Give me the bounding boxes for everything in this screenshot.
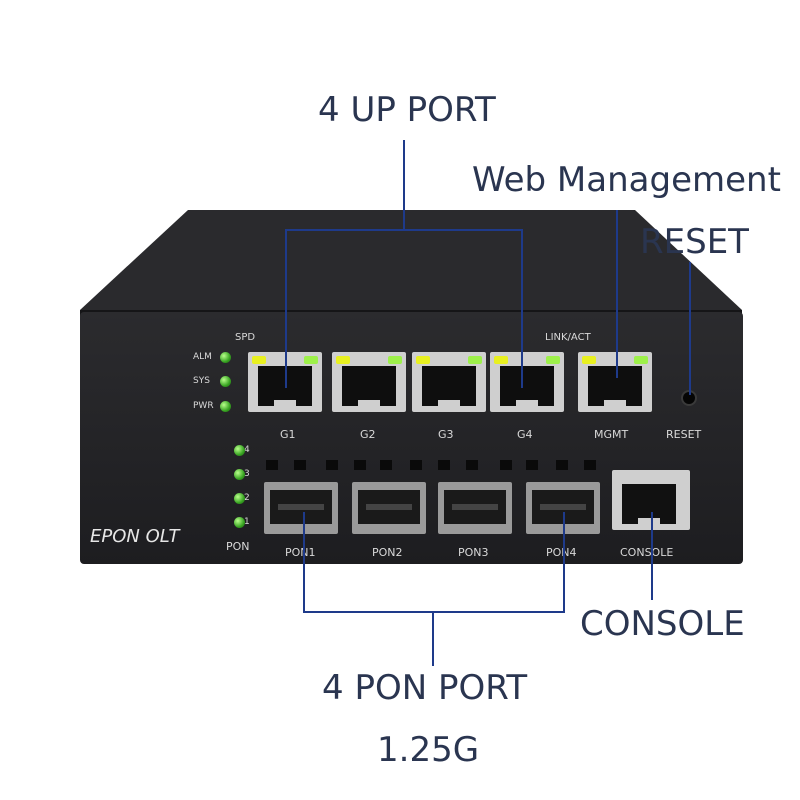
uplink-port-g2[interactable] [332,352,406,412]
sfp-indicator [326,460,338,470]
pon-led-1 [234,517,245,528]
pon4-label: PON4 [546,546,577,559]
sfp-indicator [556,460,568,470]
callout-web-management: Web Management [472,160,781,200]
reset-button[interactable] [683,392,695,404]
callout-pon-port: 4 PON PORT [322,668,528,708]
brand-logo-text: EPON OLT [90,526,180,547]
pon-led-3 [234,469,245,480]
alm-led [220,352,231,363]
g3-label: G3 [438,428,454,441]
sfp-indicator [526,460,538,470]
sfp-indicator [584,460,596,470]
console-label: CONSOLE [620,546,674,559]
sfp-indicator [466,460,478,470]
pwr-label: PWR [193,401,214,411]
pon-led-3-label: 3 [244,469,250,479]
pon3-label: PON3 [458,546,489,559]
g1-label: G1 [280,428,296,441]
callout-reset: RESET [640,222,749,262]
pon-port-1[interactable] [264,482,338,534]
callout-up-port: 4 UP PORT [318,90,496,130]
pon-led-1-label: 1 [244,517,250,527]
g2-label: G2 [360,428,376,441]
sfp-indicator [266,460,278,470]
mgmt-port[interactable] [578,352,652,412]
uplink-port-g3[interactable] [412,352,486,412]
sfp-indicator [410,460,422,470]
reset-label: RESET [666,428,702,441]
link-act-label: LINK/ACT [545,332,591,343]
chassis-front-panel: SPD LINK/ACT ALM SYS PWR G1 G2 G3 G4 MGM… [80,312,743,564]
sfp-indicator [500,460,512,470]
callout-console: CONSOLE [580,604,745,644]
g4-label: G4 [517,428,533,441]
pon-led-4-label: 4 [244,445,250,455]
pon-group-label: PON [226,540,250,553]
sys-led [220,376,231,387]
sfp-indicator [354,460,366,470]
pon-port-2[interactable] [352,482,426,534]
mgmt-label: MGMT [594,428,629,441]
alm-label: ALM [193,352,212,362]
pwr-led [220,401,231,412]
pon-port-3[interactable] [438,482,512,534]
pon-led-2-label: 2 [244,493,250,503]
pon-led-2 [234,493,245,504]
pon-led-4 [234,445,245,456]
sfp-indicator [380,460,392,470]
pon1-label: PON1 [285,546,316,559]
callout-speed: 1.25G [377,730,480,770]
sfp-indicator [294,460,306,470]
sfp-indicator [438,460,450,470]
sys-label: SYS [193,376,210,386]
uplink-port-g4[interactable] [490,352,564,412]
spd-label: SPD [235,332,256,343]
pon2-label: PON2 [372,546,403,559]
